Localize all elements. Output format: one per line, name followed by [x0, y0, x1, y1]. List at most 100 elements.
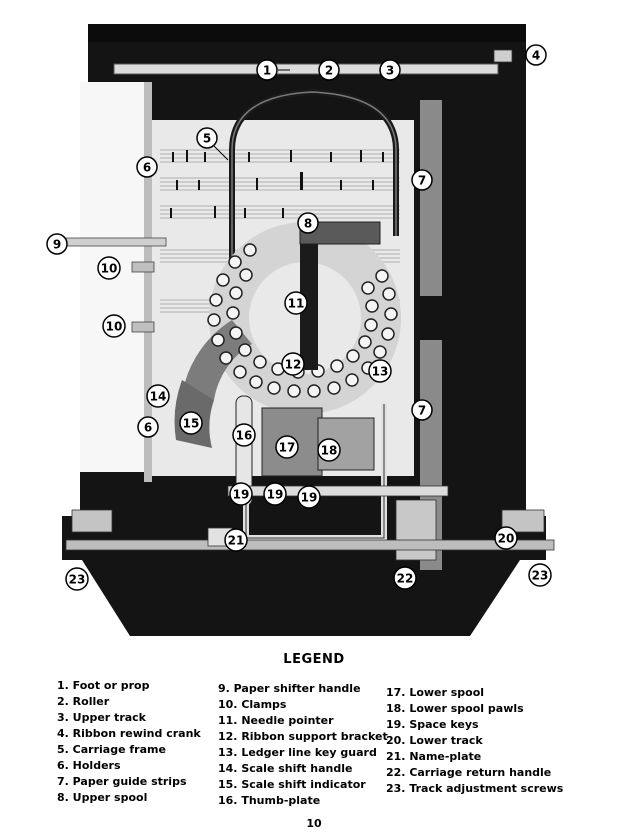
callout-7-upper: 7: [411, 169, 433, 191]
svg-text:20: 20: [498, 532, 515, 546]
callout-18: 18: [317, 438, 341, 462]
paper-guide-strip-upper: [420, 100, 442, 296]
callout-21: 21: [224, 528, 248, 552]
svg-text:7: 7: [418, 174, 426, 188]
legend-column-2: 9. Paper shifter handle 10. Clamps 11. N…: [218, 681, 388, 809]
ribbon-rewind-crank: [493, 49, 513, 63]
legend-item: 1. Foot or prop: [57, 679, 150, 692]
callout-12: 12: [281, 352, 305, 376]
upper-spool-housing: [299, 221, 381, 245]
clamp-lower: [131, 321, 155, 333]
legend-column-1: 1. Foot or prop 2. Roller 3. Upper track…: [57, 678, 201, 806]
callout-7-lower: 7: [411, 399, 433, 421]
legend-item: 21. Name-plate: [386, 750, 482, 763]
svg-text:7: 7: [418, 404, 426, 418]
svg-text:14: 14: [150, 390, 167, 404]
svg-text:13: 13: [372, 365, 389, 379]
callout-9: 9: [46, 233, 68, 255]
svg-text:12: 12: [285, 358, 302, 372]
legend-item: 6. Holders: [57, 759, 121, 772]
printed-notes: [170, 150, 384, 218]
svg-text:19: 19: [233, 488, 250, 502]
callout-10-upper: 10: [97, 256, 121, 280]
callout-1: 1: [256, 59, 278, 81]
svg-text:18: 18: [321, 444, 338, 458]
svg-text:6: 6: [143, 161, 151, 175]
clamp-upper: [131, 261, 155, 273]
lower-track: [65, 539, 555, 551]
legend-item: 12. Ribbon support bracket: [218, 730, 388, 743]
scale-shift-indicator: [183, 320, 252, 400]
top-bar: [88, 24, 526, 42]
callout-10-lower: 10: [102, 314, 126, 338]
legend-item: 7. Paper guide strips: [57, 775, 187, 788]
music-typewriter-diagram: 1 2 3 4 5 6 6 7 7 8 9 10 10 11 12 13 14 …: [46, 24, 555, 636]
callout-leaders: [213, 69, 290, 161]
svg-text:5: 5: [203, 132, 211, 146]
callout-22: 22: [393, 566, 417, 590]
legend-item: 19. Space keys: [386, 718, 479, 731]
svg-text:6: 6: [144, 421, 152, 435]
space-key-bar: [227, 485, 449, 497]
legend-item: 3. Upper track: [57, 711, 146, 724]
callout-23-right: 23: [528, 563, 552, 587]
legend-item: 9. Paper shifter handle: [218, 682, 361, 695]
callout-15: 15: [179, 411, 203, 435]
svg-text:2: 2: [325, 64, 333, 78]
callout-3: 3: [379, 59, 401, 81]
page-number: 10: [306, 817, 322, 830]
svg-text:1: 1: [263, 64, 271, 78]
svg-text:22: 22: [397, 572, 414, 586]
legend-item: 22. Carriage return handle: [386, 766, 552, 779]
track-screw-right-block: [501, 509, 545, 533]
needle-pointer-column: [300, 232, 318, 370]
callout-13: 13: [368, 359, 392, 383]
legend-item: 4. Ribbon rewind crank: [57, 727, 201, 740]
callout-19-right: 19: [297, 485, 321, 509]
legend-item: 16. Thumb-plate: [218, 794, 321, 807]
upper-track-bar: [113, 63, 499, 75]
callout-14: 14: [146, 384, 170, 408]
legend-column-3: 17. Lower spool 18. Lower spool pawls 19…: [386, 685, 563, 797]
callout-19-middle: 19: [263, 482, 287, 506]
legend-item: 14. Scale shift handle: [218, 762, 353, 775]
carriage-return-handle: [395, 499, 437, 561]
svg-text:15: 15: [183, 417, 200, 431]
svg-text:10: 10: [101, 262, 118, 276]
svg-text:21: 21: [228, 534, 245, 548]
track-screw-left-block: [71, 509, 113, 533]
svg-text:19: 19: [267, 488, 284, 502]
callout-6-upper: 6: [136, 156, 158, 178]
svg-text:23: 23: [69, 573, 86, 587]
svg-text:8: 8: [304, 217, 312, 231]
legend-item: 11. Needle pointer: [218, 714, 334, 727]
svg-text:17: 17: [279, 441, 296, 455]
paper-shifter-rod: [65, 237, 167, 247]
callout-4: 4: [525, 44, 547, 66]
callout-11: 11: [284, 291, 308, 315]
svg-text:3: 3: [386, 64, 394, 78]
legend-item: 13. Ledger line key guard: [218, 746, 377, 759]
svg-text:23: 23: [532, 569, 549, 583]
callout-20: 20: [494, 526, 518, 550]
left-holder-strip: [144, 82, 152, 482]
callout-5: 5: [196, 127, 218, 149]
svg-text:10: 10: [106, 320, 123, 334]
legend-item: 23. Track adjustment screws: [386, 782, 564, 795]
legend-title: LEGEND: [283, 652, 345, 667]
callout-19-left: 19: [229, 482, 253, 506]
svg-text:4: 4: [532, 49, 540, 63]
callout-23-left: 23: [65, 567, 89, 591]
legend-item: 18. Lower spool pawls: [386, 702, 524, 715]
callout-2: 2: [318, 59, 340, 81]
svg-text:16: 16: [236, 429, 253, 443]
legend-item: 20. Lower track: [386, 734, 483, 747]
legend-item: 15. Scale shift indicator: [218, 778, 366, 791]
legend-item: 17. Lower spool: [386, 686, 485, 699]
legend-item: 10. Clamps: [218, 698, 287, 711]
legend-item: 2. Roller: [57, 695, 110, 708]
svg-text:19: 19: [301, 491, 318, 505]
callout-8: 8: [297, 212, 319, 234]
callout-17: 17: [275, 435, 299, 459]
legend-item: 5. Carriage frame: [57, 743, 166, 756]
